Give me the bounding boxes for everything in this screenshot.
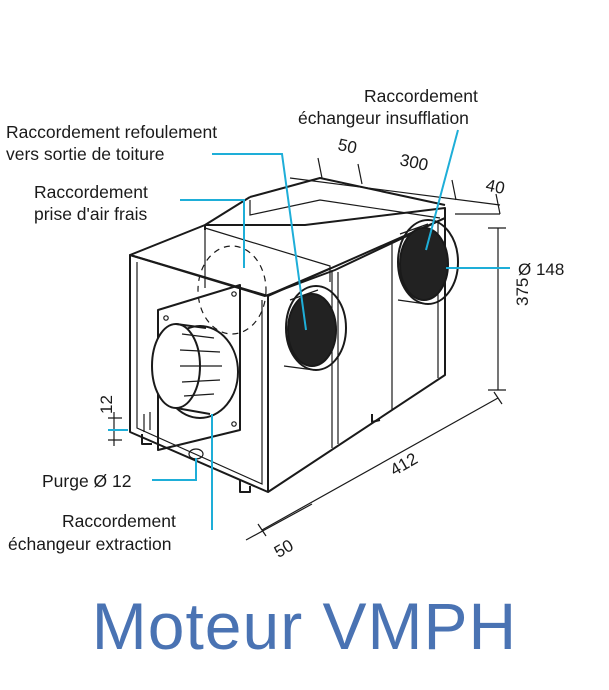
dim-12: 12	[97, 395, 116, 414]
label-purge: Purge Ø 12	[42, 471, 132, 491]
dim-50-top: 50	[336, 135, 358, 158]
dim-50-bottom: 50	[271, 536, 297, 562]
page-title: Moteur VMPH	[91, 589, 518, 663]
dim-40: 40	[484, 176, 506, 199]
dim-300: 300	[398, 150, 430, 174]
label-extraction-2: échangeur extraction	[8, 534, 171, 554]
label-refoulement-2: vers sortie de toiture	[6, 144, 165, 164]
label-prise-1: Raccordement	[34, 182, 148, 202]
label-prise-2: prise d'air frais	[34, 204, 147, 224]
dimension-lines	[108, 157, 510, 541]
dim-d148: Ø 148	[518, 260, 564, 279]
label-refoulement-1: Raccordement refoulement	[6, 122, 217, 142]
dim-412: 412	[387, 449, 421, 480]
leader-lines	[108, 129, 510, 530]
label-insufflation-1: Raccordement	[364, 86, 478, 106]
label-insufflation-2: échangeur insufflation	[298, 108, 469, 128]
dim-375: 375	[513, 278, 532, 306]
unit-body	[129, 177, 459, 493]
label-extraction-1: Raccordement	[62, 511, 176, 531]
